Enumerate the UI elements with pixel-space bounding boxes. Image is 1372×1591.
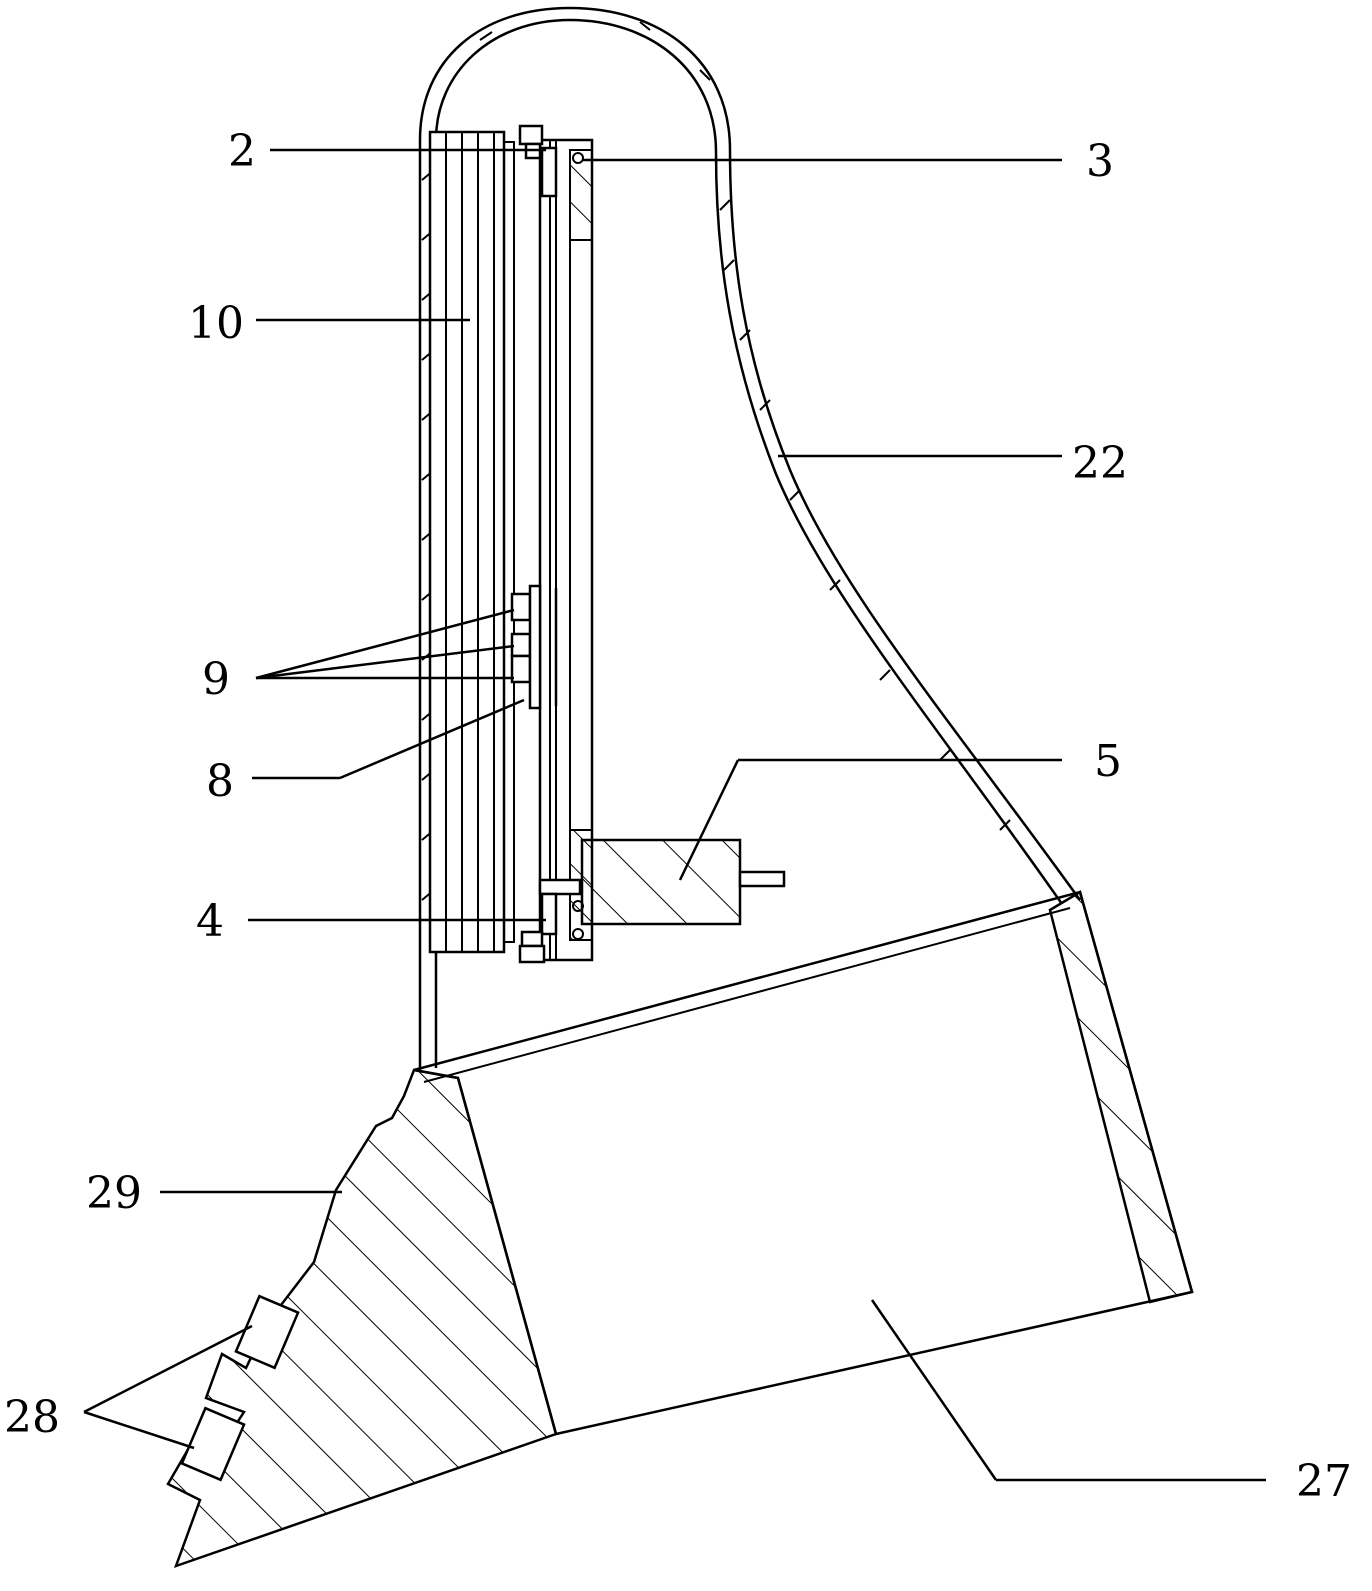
label-3: 3: [1086, 136, 1114, 187]
top-clamp: [518, 124, 584, 198]
box-side-hatched: [1048, 890, 1194, 1304]
label-2: 2: [228, 126, 256, 177]
wedge-29: [166, 1068, 558, 1569]
label-5: 5: [1094, 736, 1122, 787]
wall-ticks: [421, 21, 1011, 901]
panel-10: [428, 130, 515, 954]
housing-shell: [418, 6, 1082, 1070]
label-10: 10: [188, 298, 244, 349]
leader-lines: [83, 148, 1266, 1482]
label-27: 27: [1296, 1456, 1352, 1507]
label-4: 4: [196, 896, 224, 947]
label-29: 29: [86, 1168, 142, 1219]
motor-5: [580, 838, 786, 926]
labels: 2 3 10 22 9 8 5 4 29 28 27: [4, 126, 1352, 1507]
sensor-block: [510, 584, 558, 710]
rail-frame: [538, 138, 594, 962]
blade-28-lower: [180, 1406, 246, 1482]
bottom-clamp: [518, 878, 584, 964]
label-8: 8: [206, 756, 234, 807]
label-28: 28: [4, 1392, 60, 1443]
label-9: 9: [202, 654, 230, 705]
label-22: 22: [1072, 438, 1128, 489]
blade-28-upper: [234, 1294, 300, 1370]
